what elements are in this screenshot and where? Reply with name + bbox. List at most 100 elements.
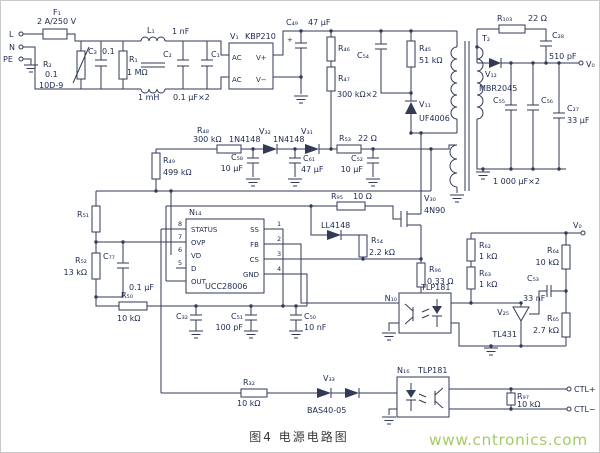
ground-symbol: [243, 330, 259, 339]
ctl-minus-label: CTL−: [574, 405, 596, 414]
v31-model: 1N4148: [273, 135, 304, 144]
v33-ref: V₃₃: [323, 374, 335, 383]
r50-ref: R₅₀: [121, 291, 133, 300]
n14-pin-status: STATUS: [191, 226, 218, 234]
n14-pin7-num: 7: [178, 233, 182, 241]
n14-pin-gnd: GND: [243, 271, 259, 279]
n14-pin5-num: 5: [178, 259, 182, 267]
n14-pin-d: D: [191, 265, 196, 273]
capacitor-c3: [95, 59, 107, 67]
c49-value: 47 μF: [308, 18, 331, 27]
n14-pin8-num: 8: [178, 220, 182, 228]
resistor-r51: [91, 205, 101, 233]
c28-value: 510 pF: [549, 52, 577, 61]
figure-caption: 图4 电源电路图: [249, 429, 348, 444]
c3-value: 0.1: [102, 47, 115, 56]
terminal-l: [18, 31, 24, 37]
capacitor-c27: [553, 112, 565, 119]
n14-pin-ovp: OVP: [191, 239, 205, 247]
v32-ref: V₃₂: [259, 127, 271, 136]
c27-ref: C₂₇: [567, 104, 579, 113]
terminal-n: [18, 44, 24, 50]
r65-ref: R₆₅: [547, 314, 559, 323]
watermark: www.cntronics.com: [429, 431, 588, 449]
capacitor-c56: [527, 104, 539, 111]
capacitor-c58: [247, 157, 259, 164]
r65-value: 2.7 kΩ: [533, 326, 559, 335]
v1-pin-ac2: AC: [232, 76, 242, 84]
c50-value: 10 nF: [304, 323, 327, 332]
r95-ref: R₉₅: [331, 192, 343, 201]
controller-ic-n14: [185, 218, 265, 294]
r53-ref: R₅₃: [339, 134, 351, 143]
c3-ref: C₃: [88, 47, 97, 56]
wires-status-ctl: [161, 388, 567, 415]
c55-ref: C₅₅: [493, 96, 505, 105]
bridge-rectifier-v1: [228, 42, 274, 90]
r46-ref: R₄₆: [338, 44, 350, 53]
v33-model: BAS40-05: [307, 406, 346, 415]
c5556-value: 1 000 μF×2: [493, 177, 540, 186]
c58-value: 10 μF: [221, 164, 244, 173]
ground-symbol: [245, 178, 261, 187]
r52-value: 13 kΩ: [64, 268, 87, 277]
resistor-r50: [118, 301, 148, 311]
r32-value: 10 kΩ: [237, 399, 260, 408]
v12-model: MBR2045: [479, 84, 517, 93]
l1-value: 1 mH: [138, 93, 159, 102]
r47-ref: R₄₇: [338, 74, 350, 83]
resistor-r97: [506, 392, 516, 406]
diode-ll4148: [327, 230, 342, 240]
terminal-ctl-plus: [566, 386, 572, 392]
ground-symbol: [287, 178, 303, 187]
n16-model: TLP181: [417, 366, 447, 375]
f1-value: 2 A/250 V: [37, 17, 77, 26]
v1-pin-vplus: V+: [256, 54, 267, 62]
r54-value: 2.2 kΩ: [369, 248, 395, 257]
n14-pin-out: OUT: [191, 278, 207, 286]
c61-value: 47 μF: [301, 165, 324, 174]
wires-aux-supply: [155, 148, 431, 191]
n14-pin-fb: FB: [250, 241, 259, 249]
r2-value: 0.1: [45, 70, 58, 79]
c1-value: 0.1 μF×2: [173, 93, 210, 102]
r1-ref: R₁: [129, 55, 138, 64]
capacitor-c54: [375, 43, 387, 50]
capacitor-c77: [117, 262, 129, 269]
c32-ref: C₃₂: [176, 312, 188, 321]
resistor-r103: [498, 24, 526, 34]
r62-ref: R₆₂: [479, 241, 491, 250]
resistor-r95: [336, 201, 366, 211]
diode-v32: [263, 144, 278, 154]
resistor-r96: [416, 262, 426, 288]
capacitor-c51: [245, 314, 257, 321]
resistor-r32: [240, 388, 268, 398]
r103-value: 22 Ω: [528, 14, 547, 23]
r52-ref: R₅₂: [75, 256, 87, 265]
ground-symbol: [288, 330, 304, 339]
terminal-vo: [578, 60, 584, 66]
r2-model: 10D-9: [39, 81, 63, 90]
n14-ref: N₁₄: [189, 208, 201, 217]
c77-value: 0.1 μF: [129, 283, 154, 292]
c27-value: 33 μF: [567, 116, 590, 125]
r53-value: 22 Ω: [358, 134, 377, 143]
capacitor-c52: [367, 157, 379, 164]
n14-pin1-num: 1: [277, 220, 281, 228]
capacitor-c53: [546, 285, 552, 297]
n14-model: UCC28006: [205, 282, 247, 291]
n14-pin3-num: 3: [277, 250, 281, 258]
c2-value: 1 nF: [172, 27, 190, 36]
v1-ref: V₁: [230, 32, 239, 41]
ground-symbol: [293, 95, 309, 104]
v31-ref: V₃₁: [301, 127, 313, 136]
r63-value: 1 kΩ: [479, 280, 497, 289]
wires-controller: [160, 228, 421, 393]
n16-ref: N₁₆: [397, 366, 409, 375]
ground-symbol: [23, 64, 39, 73]
ground-symbol: [475, 171, 491, 180]
capacitor-c28: [540, 40, 552, 47]
n14-pin-vd: VD: [191, 252, 201, 260]
capacitor-c55: [505, 104, 517, 111]
